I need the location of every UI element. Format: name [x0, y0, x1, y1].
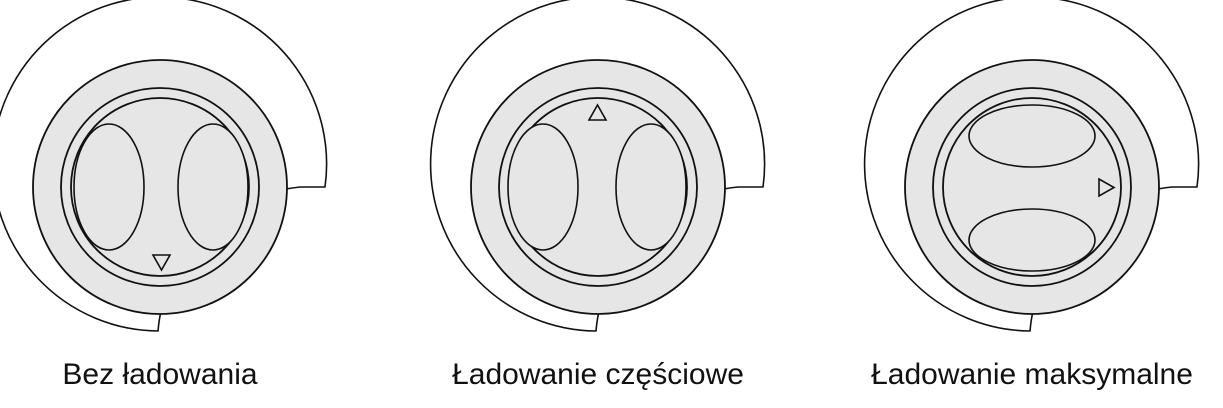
- dial-max-charge: Ładowanie maksymalne: [863, 0, 1200, 391]
- dial-no-charge: Bez ładowania: [0, 0, 328, 391]
- dial-lobe-left: [507, 123, 579, 251]
- dial-lobe-left: [73, 123, 145, 251]
- dial-lobe-right: [177, 123, 249, 251]
- dial-partial-charge: Ładowanie częściowe: [429, 0, 766, 391]
- marker-up-icon: [587, 103, 608, 121]
- marker-down-icon: [151, 254, 172, 272]
- dial-lobe-top: [968, 104, 1096, 168]
- dial-lobe-right: [615, 123, 687, 251]
- dial-label: Bez ładowania: [62, 358, 257, 391]
- marker-right-icon: [1098, 177, 1116, 198]
- dial-label: Ładowanie maksymalne: [871, 358, 1193, 391]
- dial-label: Ładowanie częściowe: [452, 358, 744, 391]
- dial-lobe-bottom: [968, 208, 1096, 272]
